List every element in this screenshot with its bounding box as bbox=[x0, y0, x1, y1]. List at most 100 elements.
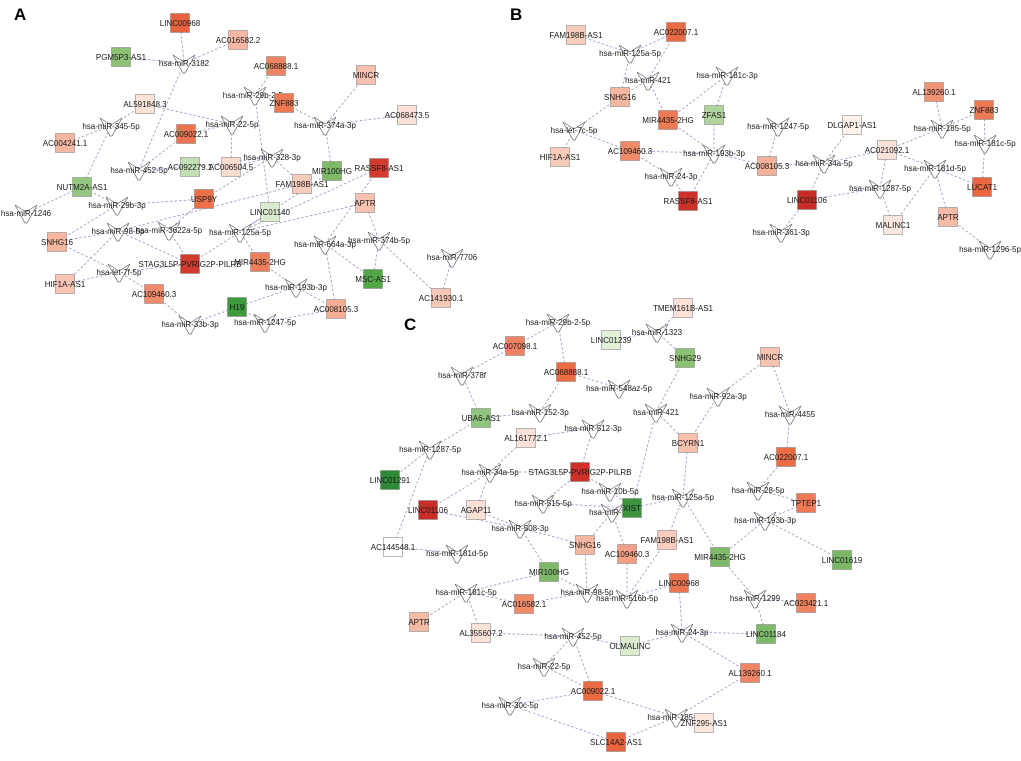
lncrna-square bbox=[356, 65, 376, 85]
lncrna-node-stag3l5p-pvrig2p-pilrb: STAG3L5P-PVRIG2P-PILRB bbox=[139, 254, 242, 274]
edge-a bbox=[118, 263, 191, 273]
lncrna-square bbox=[877, 140, 897, 160]
lncrna-node-ac004241-1: AC004241.1 bbox=[43, 133, 88, 153]
lncrna-square bbox=[539, 562, 559, 582]
mirna-node-hsa-mir-30c-5p: hsa-miR-30c-5p bbox=[482, 696, 539, 716]
mirna-icon bbox=[220, 115, 244, 135]
lncrna-square bbox=[710, 547, 730, 567]
lncrna-label: OLMALINC bbox=[610, 642, 651, 651]
lncrna-node-al355607-2: AL355607.2 bbox=[459, 623, 503, 643]
lncrna-node-linc01140: LINC01140 bbox=[250, 202, 290, 222]
lncrna-label: AC009022.1 bbox=[571, 687, 616, 696]
lncrna-label: UBA6-AS1 bbox=[462, 414, 501, 423]
lncrna-node-al591848-3: AL591848.3 bbox=[123, 94, 167, 114]
mirna-icon bbox=[107, 263, 131, 283]
lncrna-square bbox=[620, 141, 640, 161]
edge-a bbox=[64, 125, 112, 144]
mirna-icon bbox=[702, 144, 726, 164]
edge-c bbox=[514, 321, 559, 347]
lncrna-square bbox=[883, 215, 903, 235]
edge-c bbox=[461, 374, 482, 419]
mirna-icon bbox=[253, 313, 277, 333]
lncrna-node-linc01291: LINC01291 bbox=[370, 470, 411, 490]
edge-c bbox=[757, 489, 807, 504]
lncrna-label: APTR bbox=[408, 618, 430, 627]
mirna-icon bbox=[546, 313, 570, 333]
mirna-node-hsa-mir-125a-5p: hsa-miR-125a-5p bbox=[652, 488, 714, 508]
mirna-label: hsa-miR-125a-5p bbox=[652, 493, 714, 502]
lncrna-node-ac068473-5: AC068473.5 bbox=[385, 105, 430, 125]
mirna-node-hsa-mir-193b-3p: hsa-miR-193b-3p bbox=[683, 144, 745, 164]
lncrna-square bbox=[622, 498, 642, 518]
lncrna-square bbox=[176, 124, 196, 144]
mirna-label: hsa-miR-1296-5p bbox=[959, 245, 1021, 254]
lncrna-square bbox=[369, 158, 389, 178]
lncrna-square bbox=[471, 408, 491, 428]
mirna-icon bbox=[157, 221, 181, 241]
mirna-label: hsa-miR-193b-3p bbox=[683, 149, 745, 158]
mirna-label: hsa-miR-28-5p bbox=[732, 486, 785, 495]
mirna-node-hsa-mir-24-3p: hsa-miR-24-3p bbox=[645, 167, 698, 187]
mirna-icon bbox=[778, 405, 802, 425]
lncrna-square bbox=[796, 593, 816, 613]
mirna-node-hsa-mir-516b-5p: hsa-miR-516b-5p bbox=[596, 589, 658, 609]
lncrna-label: MIR100HG bbox=[312, 167, 352, 176]
lncrna-node-tptep1: TPTEP1 bbox=[791, 493, 822, 513]
lncrna-label: RASSF8-AS1 bbox=[664, 197, 713, 206]
lncrna-label: USP9Y bbox=[191, 195, 218, 204]
mirna-label: hsa-miR-3182 bbox=[159, 59, 210, 68]
lncrna-label: ZNF883 bbox=[970, 106, 999, 115]
lncrna-square bbox=[397, 105, 417, 125]
mirna-node-hsa-let-7f-5p: hsa-let-7f-5p bbox=[97, 263, 142, 283]
mirna-node-hsa-mir-10b-5p: hsa-miR-10b-5p bbox=[581, 482, 639, 502]
lncrna-square bbox=[111, 47, 131, 67]
lncrna-label: FAM198B-AS1 bbox=[641, 536, 694, 545]
mirna-icon bbox=[454, 583, 478, 603]
mirna-node-hsa-mir-361-3p: hsa-miR-361-3p bbox=[752, 223, 810, 243]
mirna-node-hsa-mir-4455: hsa-miR-4455 bbox=[765, 405, 816, 425]
lncrna-node-linc00968: LINC00968 bbox=[659, 573, 700, 593]
mirna-node-hsa-mir-1287-5p: hsa-miR-1287-5p bbox=[849, 179, 911, 199]
mirna-node-hsa-mir-98-5p: hsa-miR-98-5p bbox=[92, 222, 145, 242]
lncrna-square bbox=[380, 470, 400, 490]
edge-c bbox=[615, 716, 677, 743]
lncrna-square bbox=[924, 82, 944, 102]
lncrna-node-pgm5p3-as1: PGM5P3-AS1 bbox=[96, 47, 147, 67]
lncrna-label: RASSF8-AS1 bbox=[355, 164, 404, 173]
lncrna-label: LUCAT1 bbox=[967, 183, 998, 192]
mirna-icon bbox=[973, 134, 997, 154]
lncrna-node-aptr: APTR bbox=[408, 612, 430, 632]
lncrna-square bbox=[678, 433, 698, 453]
mirna-label: hsa-miR-516b-5p bbox=[596, 594, 658, 603]
mirna-node-hsa-mir-328-3p: hsa-miR-328-3p bbox=[243, 148, 301, 168]
lncrna-label: LINC01291 bbox=[370, 476, 411, 485]
lncrna-node-al139260-1: AL139260.1 bbox=[912, 82, 956, 102]
edge-c bbox=[764, 519, 843, 561]
lncrna-node-fam198b-as1: FAM198B-AS1 bbox=[276, 174, 329, 194]
lncrna-square bbox=[170, 13, 190, 33]
lncrna-node-snhg16: SNHG16 bbox=[604, 87, 637, 107]
edge-c bbox=[525, 427, 594, 439]
lncrna-label: AC092279.1 bbox=[168, 163, 213, 172]
edge-c bbox=[754, 597, 807, 604]
lncrna-square bbox=[740, 663, 760, 683]
edge-a bbox=[185, 123, 233, 135]
lncrna-node-rassf8-as1: RASSF8-AS1 bbox=[664, 191, 713, 211]
lncrna-node-ac023421-1: AC023421.1 bbox=[784, 593, 829, 613]
mirna-node-hsa-mir-1299: hsa-miR-1299 bbox=[730, 589, 781, 609]
mirna-node-hsa-mir-152-3p: hsa-miR-152-3p bbox=[511, 403, 569, 423]
lncrna-label: MIR4435-2HG bbox=[642, 116, 694, 125]
mirna-icon bbox=[561, 627, 585, 647]
lncrna-label: AC008105.3 bbox=[745, 162, 790, 171]
edge-c bbox=[678, 582, 683, 633]
mirna-label: hsa-miR-24-3p bbox=[656, 628, 709, 637]
mirna-label: hsa-miR-107 bbox=[589, 508, 635, 517]
lncrna-square bbox=[466, 500, 486, 520]
mirna-icon bbox=[228, 223, 252, 243]
lncrna-square bbox=[673, 298, 693, 318]
edge-a bbox=[56, 241, 120, 273]
edge-c bbox=[509, 690, 594, 706]
lncrna-label: AL161772.1 bbox=[504, 434, 548, 443]
mirna-icon bbox=[99, 117, 123, 137]
network-nodes: hsa-miR-3182hsa-miR-29b-2-5phsa-miR-22-5… bbox=[1, 13, 1021, 752]
